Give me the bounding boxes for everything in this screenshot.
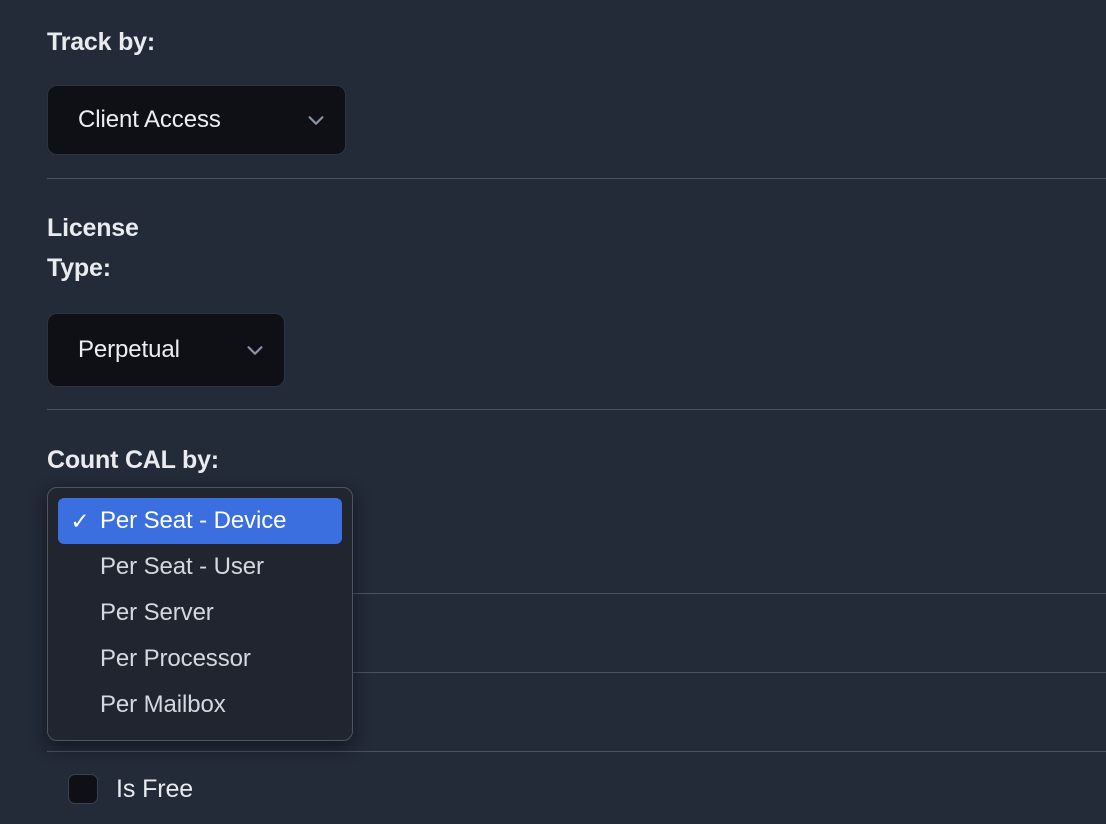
divider-3 [47, 593, 1106, 594]
dropdown-option-per-seat-user[interactable]: ✓ Per Seat - User [58, 544, 342, 590]
license-type-select[interactable]: Perpetual [47, 313, 285, 387]
dropdown-option-per-seat-device[interactable]: ✓ Per Seat - Device [58, 498, 342, 544]
track-by-select-value: Client Access [78, 106, 221, 133]
is-free-label: Is Free [116, 774, 194, 803]
count-cal-by-dropdown-list[interactable]: ✓ Per Seat - Device ✓ Per Seat - User ✓ … [47, 487, 353, 741]
divider-1 [47, 178, 1106, 179]
license-type-label: License Type: [47, 214, 139, 282]
dropdown-option-per-server[interactable]: ✓ Per Server [58, 590, 342, 636]
dropdown-option-label: Per Seat - Device [100, 507, 287, 534]
chevron-down-icon [244, 339, 266, 361]
track-by-select[interactable]: Client Access [47, 85, 346, 155]
check-icon: ✓ [70, 507, 90, 534]
is-free-checkbox[interactable] [68, 774, 98, 804]
dropdown-option-per-mailbox[interactable]: ✓ Per Mailbox [58, 682, 342, 728]
divider-4 [47, 672, 1106, 673]
dropdown-option-label: Per Processor [100, 645, 251, 672]
dropdown-option-per-processor[interactable]: ✓ Per Processor [58, 636, 342, 682]
license-type-select-value: Perpetual [78, 336, 180, 363]
dropdown-option-label: Per Mailbox [100, 691, 226, 718]
divider-5 [47, 751, 1106, 752]
chevron-down-icon [305, 109, 327, 131]
is-free-row[interactable]: Is Free [68, 774, 193, 804]
dropdown-option-label: Per Seat - User [100, 553, 264, 580]
dropdown-option-label: Per Server [100, 599, 214, 626]
count-cal-by-label: Count CAL by: [47, 446, 219, 474]
track-by-label: Track by: [47, 28, 155, 56]
divider-2 [47, 409, 1106, 410]
